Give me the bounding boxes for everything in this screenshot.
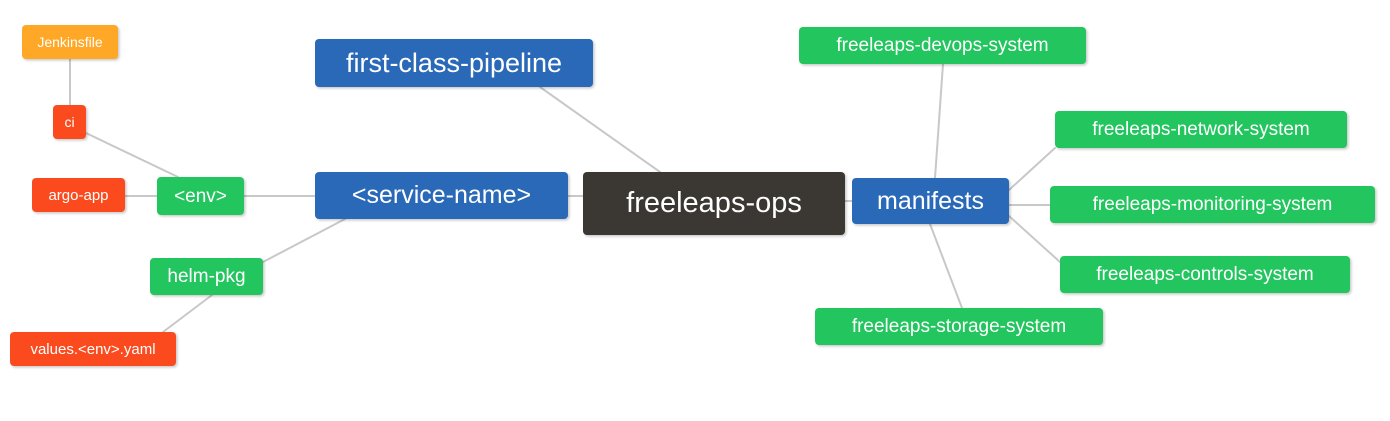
node-manifests[interactable]: manifests <box>852 178 1009 224</box>
node-freeleaps-network-system[interactable]: freeleaps-network-system <box>1055 111 1347 148</box>
edge-ci-to-env <box>85 132 179 178</box>
node-label-service-name: <service-name> <box>351 181 532 209</box>
edge-manifests-to-freeleaps-storage-system <box>929 223 963 309</box>
node-freeleaps-monitoring-system[interactable]: freeleaps-monitoring-system <box>1050 186 1375 223</box>
node-env[interactable]: <env> <box>157 177 244 215</box>
edge-helm-pkg-to-service-name <box>262 218 346 263</box>
node-label-env: <env> <box>174 185 227 207</box>
node-label-first-class-pipeline: first-class-pipeline <box>345 47 563 78</box>
node-argo-app[interactable]: argo-app <box>32 178 125 212</box>
edge-first-class-pipeline-to-freeleaps-ops <box>539 86 661 173</box>
node-label-freeleaps-ops: freeleaps-ops <box>626 187 802 219</box>
node-label-freeleaps-network-system: freeleaps-network-system <box>1092 119 1310 140</box>
node-freeleaps-ops[interactable]: freeleaps-ops <box>583 172 845 235</box>
node-freeleaps-devops-system[interactable]: freeleaps-devops-system <box>799 27 1086 64</box>
node-values-env-yaml[interactable]: values.<env>.yaml <box>10 332 176 366</box>
node-freeleaps-storage-system[interactable]: freeleaps-storage-system <box>815 308 1103 345</box>
node-freeleaps-controls-system[interactable]: freeleaps-controls-system <box>1060 256 1350 293</box>
node-service-name[interactable]: <service-name> <box>315 172 568 219</box>
edge-manifests-to-freeleaps-devops-system <box>934 63 944 179</box>
edge-values-env-yaml-to-helm-pkg <box>162 294 213 333</box>
node-label-values-env-yaml: values.<env>.yaml <box>30 340 156 358</box>
node-label-argo-app: argo-app <box>48 186 109 204</box>
node-label-ci: ci <box>64 114 75 130</box>
node-first-class-pipeline[interactable]: first-class-pipeline <box>315 39 593 87</box>
node-helm-pkg[interactable]: helm-pkg <box>150 258 263 295</box>
node-label-freeleaps-monitoring-system: freeleaps-monitoring-system <box>1092 194 1333 215</box>
node-label-freeleaps-devops-system: freeleaps-devops-system <box>836 35 1049 56</box>
node-ci[interactable]: ci <box>53 105 86 139</box>
node-label-freeleaps-controls-system: freeleaps-controls-system <box>1096 264 1314 285</box>
edge-manifests-to-freeleaps-network-system <box>1008 147 1056 191</box>
node-label-freeleaps-storage-system: freeleaps-storage-system <box>851 316 1067 337</box>
node-jenkinsfile[interactable]: Jenkinsfile <box>22 25 118 59</box>
node-label-jenkinsfile: Jenkinsfile <box>37 34 103 50</box>
node-label-manifests: manifests <box>877 186 984 215</box>
node-label-helm-pkg: helm-pkg <box>167 266 246 287</box>
